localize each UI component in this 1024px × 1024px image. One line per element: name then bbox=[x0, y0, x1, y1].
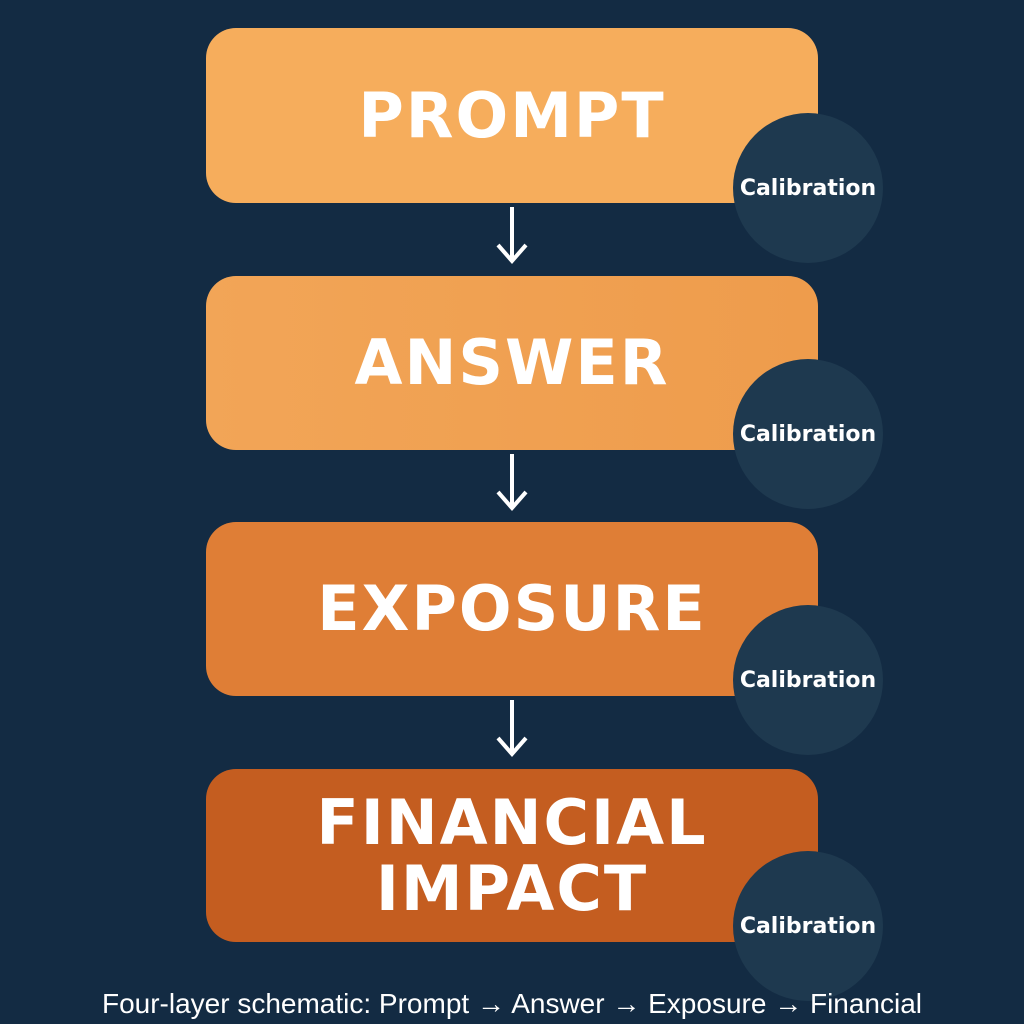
calibration-badge: Calibration bbox=[733, 605, 883, 755]
calibration-badge: Calibration bbox=[733, 359, 883, 509]
arrow-down-icon bbox=[496, 454, 528, 512]
layer-label: PROMPT bbox=[358, 78, 666, 152]
layer-label: FINANCIAL IMPACT bbox=[316, 785, 708, 925]
badge-label: Calibration bbox=[739, 421, 877, 447]
badge-label: Calibration bbox=[739, 175, 877, 201]
badge-label: Calibration bbox=[739, 667, 877, 693]
layer-answer: ANSWER bbox=[206, 276, 818, 450]
badge-label: Calibration bbox=[739, 913, 877, 939]
layer-financial-impact: FINANCIAL IMPACT bbox=[206, 769, 818, 942]
arrow-down-icon bbox=[496, 700, 528, 758]
caption: Four-layer schematic: Prompt → Answer → … bbox=[101, 988, 923, 1019]
layer-prompt: PROMPT bbox=[206, 28, 818, 203]
arrow-down-icon bbox=[496, 207, 528, 265]
calibration-badge: Calibration bbox=[733, 851, 883, 1001]
layer-exposure: EXPOSURE bbox=[206, 522, 818, 696]
calibration-badge: Calibration bbox=[733, 113, 883, 263]
layer-label: ANSWER bbox=[354, 326, 670, 399]
layer-label: EXPOSURE bbox=[317, 572, 707, 645]
